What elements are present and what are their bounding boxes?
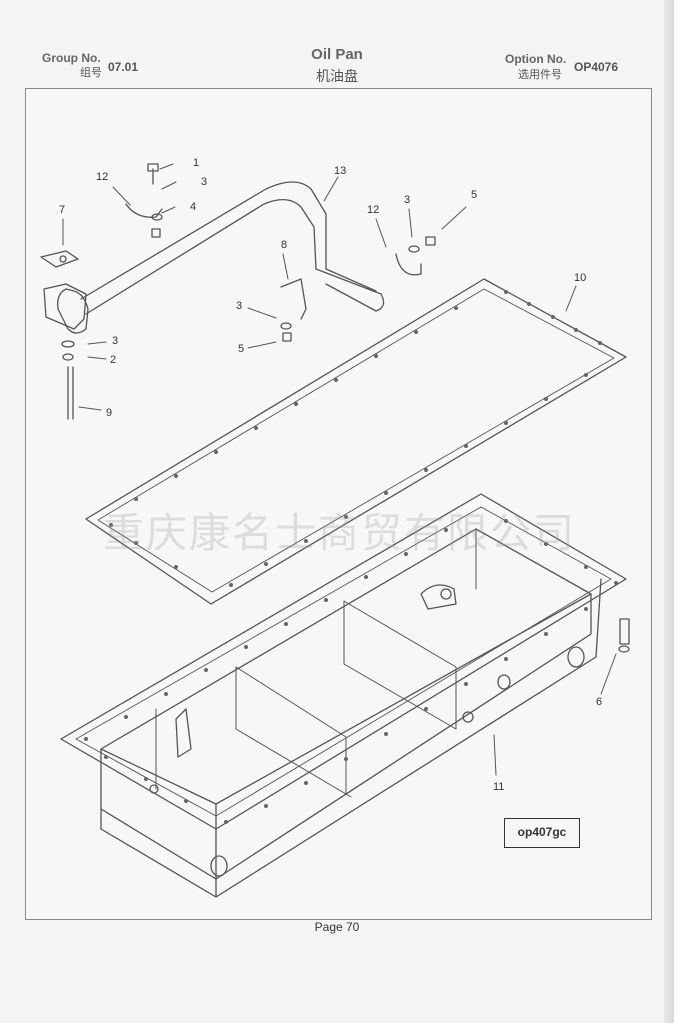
gasket-drawing xyxy=(85,278,627,605)
callout-10: 10 xyxy=(574,272,587,284)
callout-13: 13 xyxy=(334,165,347,177)
option-number-label: Option No. xyxy=(505,52,567,66)
suction-tube-drawing xyxy=(40,163,630,653)
callout-3: 3 xyxy=(112,335,119,347)
diagram-frame: 重庆康名士商贸有限公司 1 3 4 12 13 7 3 2 9 8 3 5 12… xyxy=(25,88,652,920)
leader-arrows xyxy=(62,163,617,776)
page-title-cn: 机油盘 xyxy=(316,68,358,84)
page-edge-shadow xyxy=(664,0,674,1023)
page-number: Page 70 xyxy=(314,920,360,934)
callout-5: 5 xyxy=(471,189,478,201)
callout-3: 3 xyxy=(404,194,411,206)
callout-9: 9 xyxy=(106,407,113,419)
oil-pan-exploded-diagram xyxy=(40,163,630,898)
watermark: 重庆康名士商贸有限公司 xyxy=(103,509,576,557)
callout-6: 6 xyxy=(596,696,603,708)
callout-11: 11 xyxy=(493,781,505,793)
group-number-label-cn: 组号 xyxy=(80,67,102,79)
callout-2: 2 xyxy=(110,354,117,366)
callout-4: 4 xyxy=(190,201,197,213)
callout-3: 3 xyxy=(236,300,243,312)
callout-1: 1 xyxy=(193,157,200,169)
callout-12: 12 xyxy=(367,204,380,216)
option-number-label-cn: 选用件号 xyxy=(518,69,562,81)
page-title: Oil Pan xyxy=(311,46,363,63)
callout-8: 8 xyxy=(281,239,288,251)
callout-5: 5 xyxy=(238,343,245,355)
oil-pan-drawing xyxy=(60,493,627,898)
callout-3: 3 xyxy=(201,176,208,188)
callout-7: 7 xyxy=(59,204,66,216)
callout-12: 12 xyxy=(96,171,109,183)
drawing-code: op407gc xyxy=(504,818,580,848)
group-number-label: Group No. xyxy=(42,51,101,65)
option-number-value: OP4076 xyxy=(574,60,619,74)
group-number-value: 07.01 xyxy=(108,60,139,74)
